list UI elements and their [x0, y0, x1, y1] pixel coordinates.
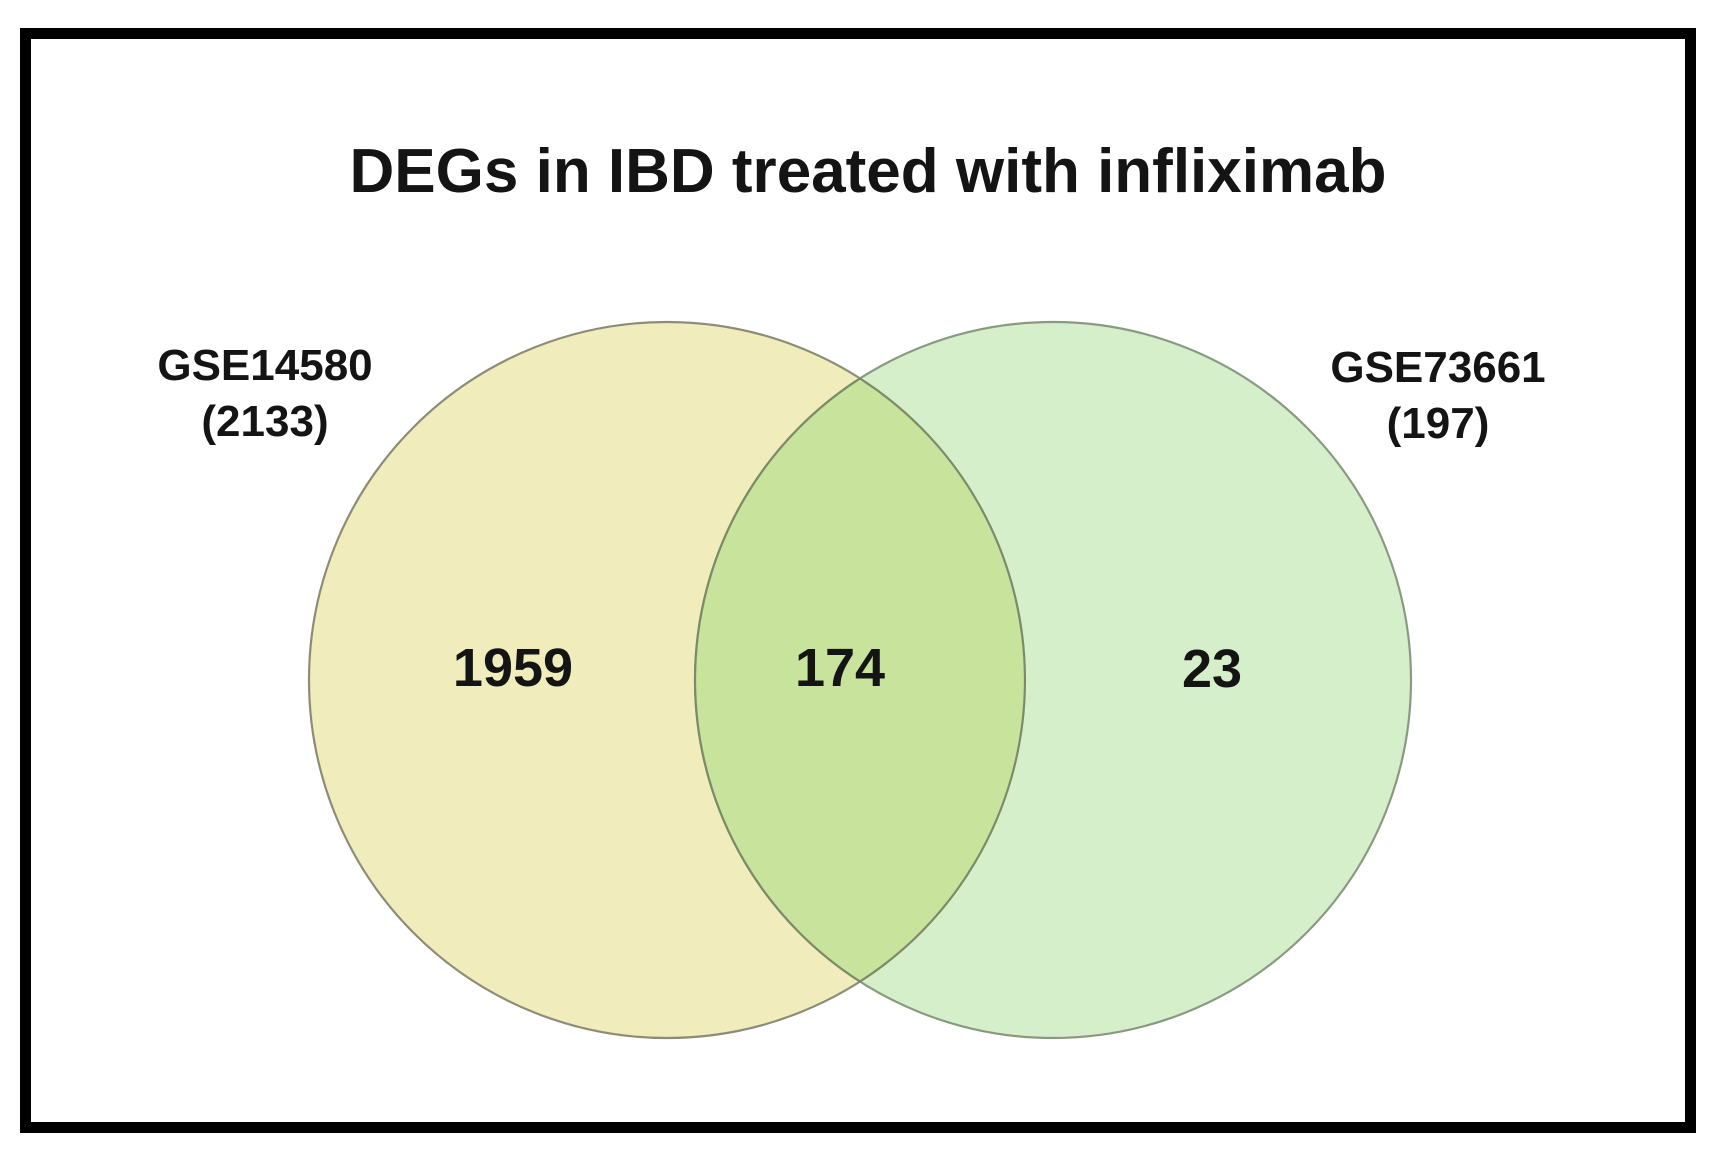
right-only-count: 23 [1182, 639, 1242, 699]
set-size-gse14580: (2133) [201, 397, 328, 446]
set-size-gse73661: (197) [1387, 399, 1490, 448]
venn-intersection-region [693, 377, 1027, 983]
left-only-count: 1959 [453, 638, 573, 698]
intersection-count: 174 [795, 638, 885, 698]
set-label-gse14580: GSE14580 [157, 341, 372, 390]
figure-title: DEGs in IBD treated with infliximab [350, 137, 1387, 206]
set-label-gse73661: GSE73661 [1330, 343, 1545, 392]
